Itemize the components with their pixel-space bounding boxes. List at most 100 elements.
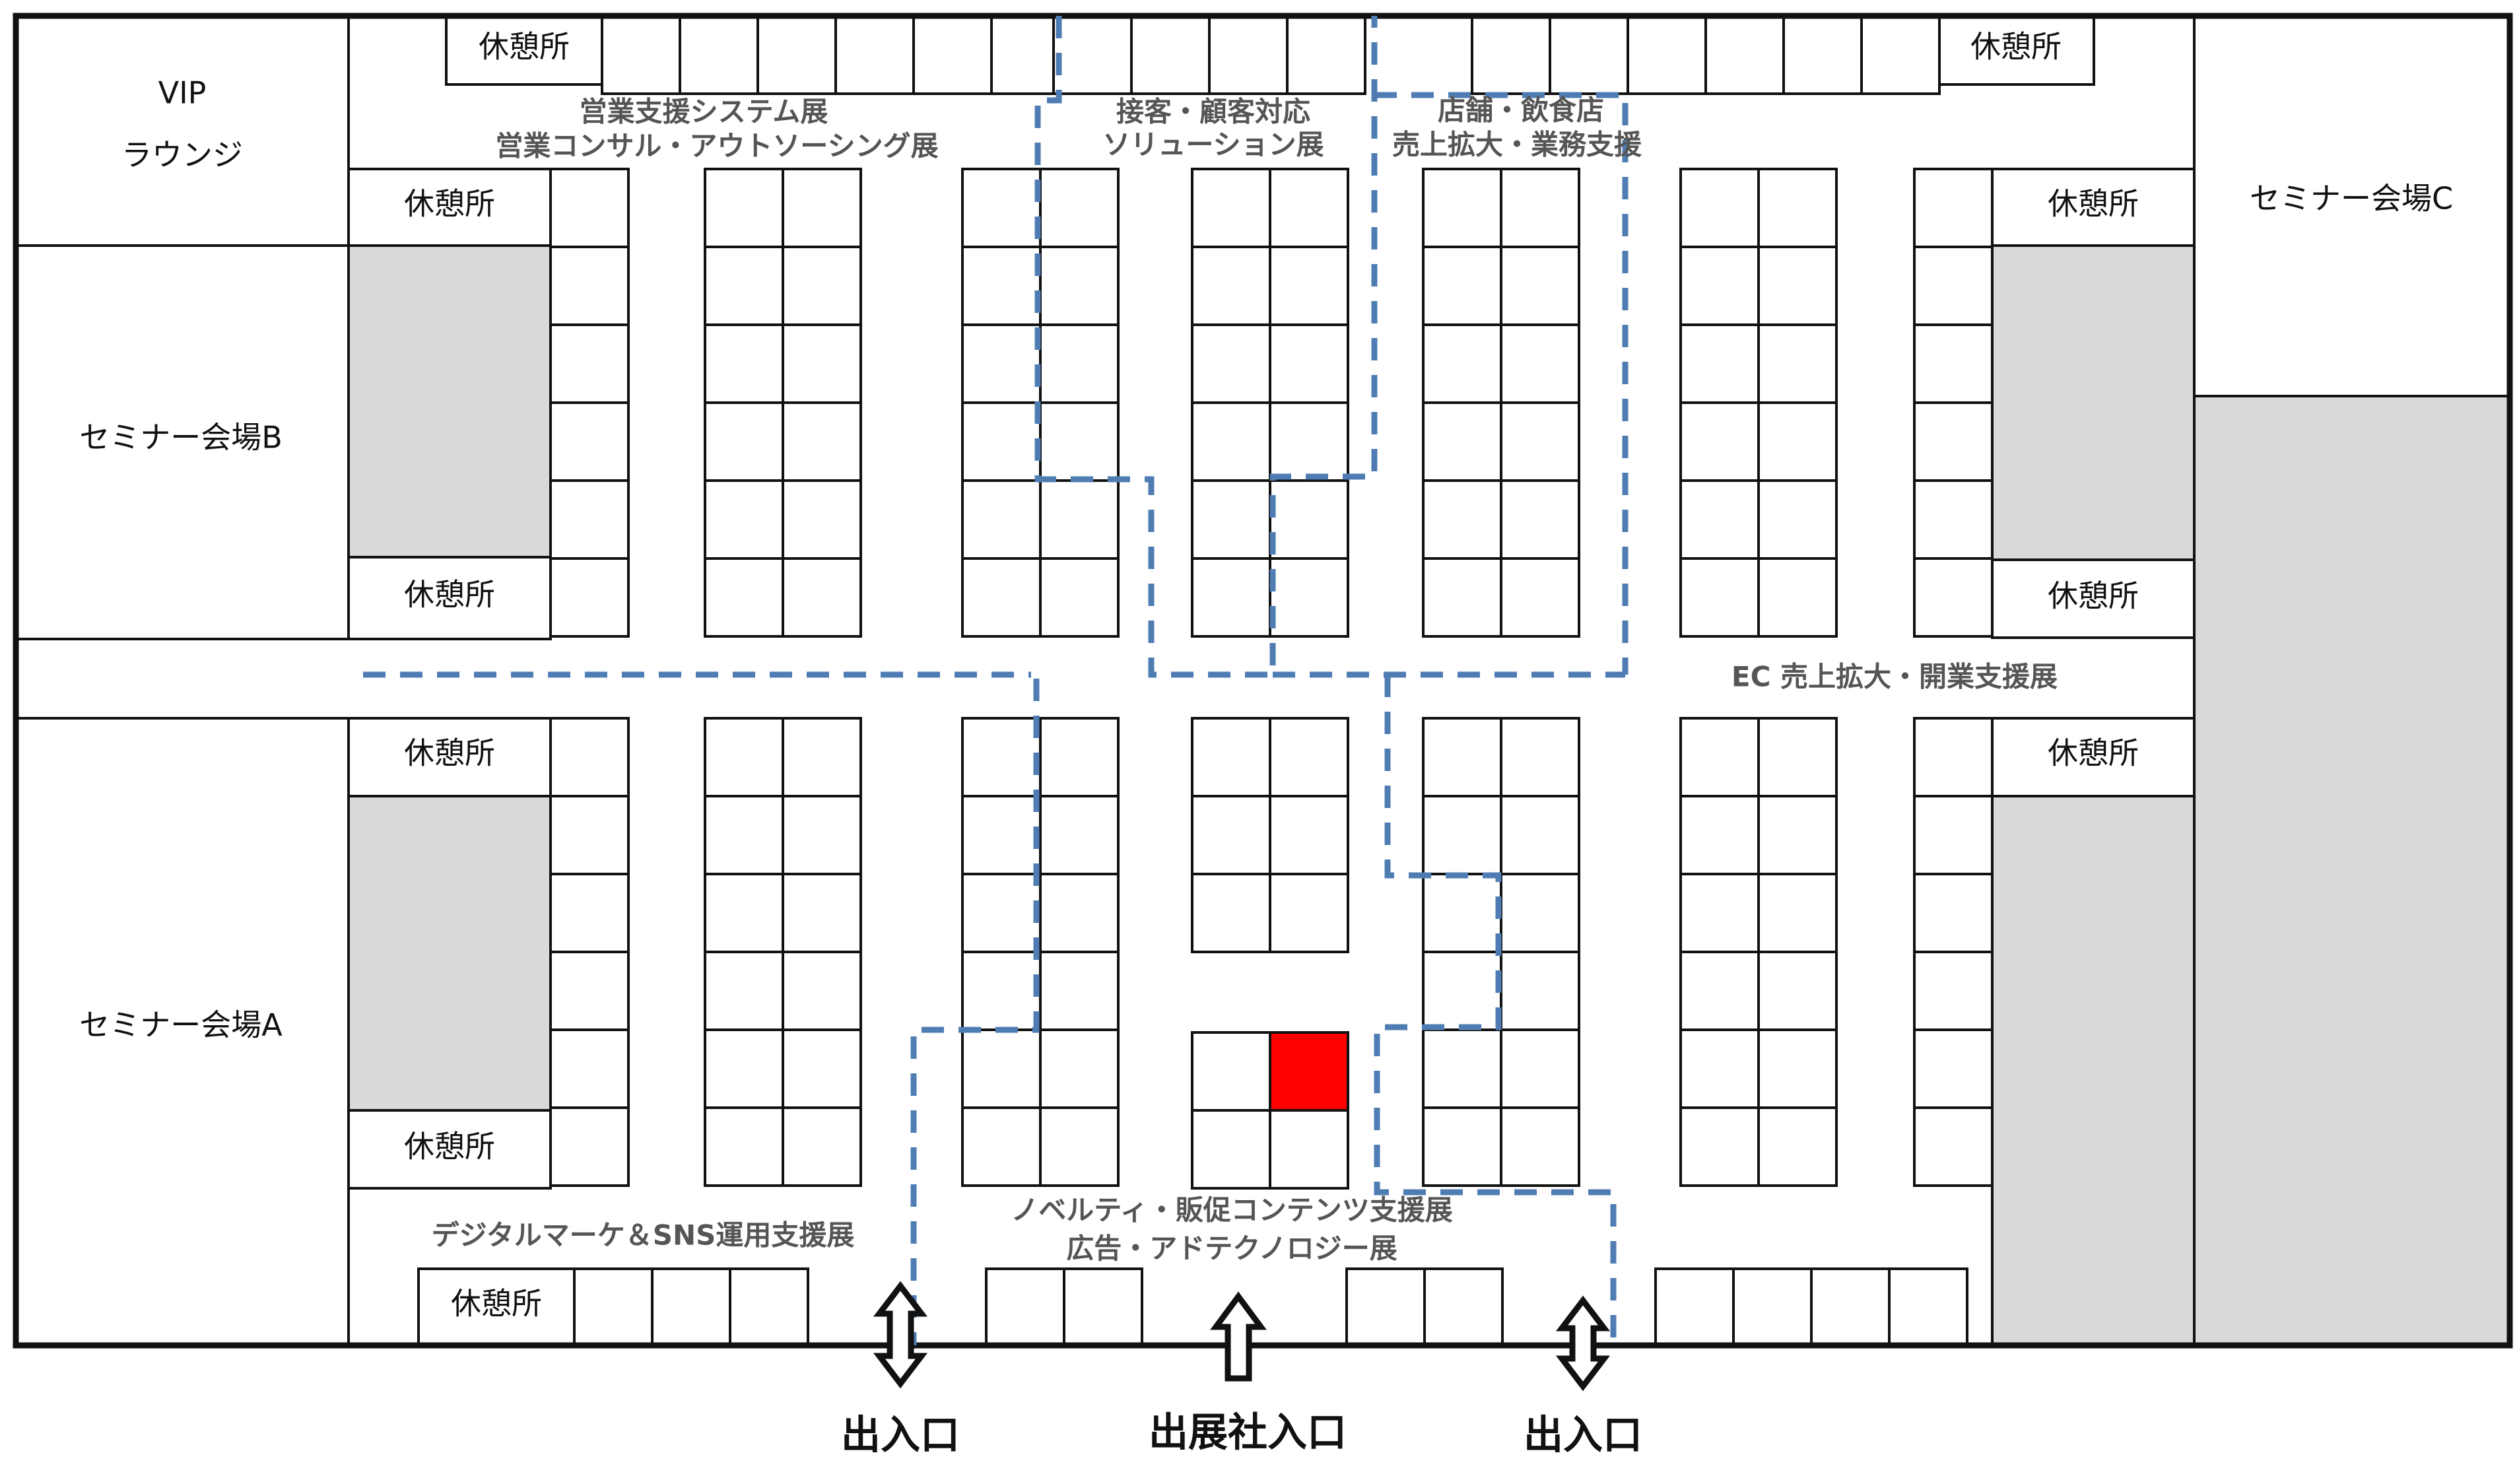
booth-cell xyxy=(1782,15,1863,95)
zone-novelty-line2: 広告・アドテクノロジー展 xyxy=(1066,1232,1397,1265)
booth-cell xyxy=(549,717,630,797)
rest-area-a-bottom xyxy=(347,1109,552,1190)
booth-cell xyxy=(1191,323,1271,404)
booth-cell xyxy=(1913,323,1994,404)
booth-cell xyxy=(782,717,862,797)
booth-cell xyxy=(1654,1267,1735,1348)
booth-cell xyxy=(549,168,630,248)
booth-cell xyxy=(1423,1267,1504,1348)
entrance-center-arrow-icon xyxy=(1210,1291,1267,1382)
booth-cell xyxy=(1191,401,1271,482)
booth-cell xyxy=(1757,1106,1838,1187)
booth-cell xyxy=(1422,168,1502,248)
booth-cell xyxy=(1913,1029,1994,1109)
booth-cell xyxy=(549,1106,630,1187)
booth-cell xyxy=(1191,168,1271,248)
booth-cell xyxy=(549,401,630,482)
booth-cell xyxy=(1757,246,1838,326)
booth-cell xyxy=(1422,873,1502,953)
booth-cell xyxy=(1500,873,1580,953)
booth-cell xyxy=(1757,557,1838,638)
booth-cell xyxy=(782,168,862,248)
booth-grid xyxy=(549,15,1994,1348)
booth-cell xyxy=(704,795,784,875)
booth-cell xyxy=(1191,557,1271,638)
booth-cell xyxy=(1757,717,1838,797)
booth-cell xyxy=(549,246,630,326)
booth-cell xyxy=(1810,1267,1891,1348)
booth-cell xyxy=(782,951,862,1031)
rest-area-b-bottom xyxy=(347,556,552,640)
booth-cell xyxy=(961,557,1042,638)
booth-cell xyxy=(1191,479,1271,560)
booth-cell xyxy=(1422,557,1502,638)
booth-cell xyxy=(1913,246,1994,326)
booth-cell xyxy=(573,1267,654,1348)
rest-label: 休憩所 xyxy=(404,577,495,613)
zone-store-line2: 売上拡大・業務支援 xyxy=(1392,129,1642,161)
booth-cell xyxy=(782,246,862,326)
booth-cell xyxy=(1679,479,1760,560)
booth-cell xyxy=(1269,246,1349,326)
booth-cell xyxy=(1269,795,1349,875)
booth-cell xyxy=(1500,246,1580,326)
booth-cell xyxy=(1679,1029,1760,1109)
zone-sales-support-line2: 営業コンサル・アウトソーシング展 xyxy=(495,130,938,162)
zone-customer-line2: ソリューション展 xyxy=(1102,129,1324,161)
highlighted-booth xyxy=(1269,1031,1349,1112)
booth-cell xyxy=(1269,873,1349,953)
seminar-c-area-upper xyxy=(1991,244,2196,561)
booth-cell xyxy=(1500,951,1580,1031)
booth-cell xyxy=(1345,1267,1426,1348)
rest-area-c-lower xyxy=(1991,717,2196,797)
seminar-c-area-lower xyxy=(1991,795,2196,1347)
booth-cell xyxy=(1679,401,1760,482)
booth-cell xyxy=(704,1106,784,1187)
booth-cell xyxy=(1039,401,1120,482)
booth-cell xyxy=(1422,401,1502,482)
booth-cell xyxy=(961,1106,1042,1187)
rest-label: 休憩所 xyxy=(2048,186,2139,222)
booth-cell xyxy=(961,168,1042,248)
booth-cell xyxy=(961,873,1042,953)
entrance-left-label: 出入口 xyxy=(841,1413,960,1459)
booth-cell xyxy=(1549,15,1629,95)
lounge-label: ラウンジ xyxy=(121,137,243,173)
booth-cell xyxy=(704,479,784,560)
booth-cell xyxy=(704,557,784,638)
booth-cell xyxy=(1422,1029,1502,1109)
booth-cell xyxy=(1679,717,1760,797)
booth-cell xyxy=(1500,401,1580,482)
booth-cell xyxy=(1269,168,1349,248)
seminar-b-area xyxy=(347,244,552,558)
rest-label: 休憩所 xyxy=(2048,735,2139,771)
booth-cell xyxy=(704,873,784,953)
booth-cell xyxy=(1130,15,1211,95)
booth-cell xyxy=(1500,1029,1580,1109)
booth-cell xyxy=(1757,795,1838,875)
rest-label: 休憩所 xyxy=(404,186,495,222)
booth-cell xyxy=(1063,1267,1143,1348)
booth-cell xyxy=(1913,479,1994,560)
booth-cell xyxy=(1500,168,1580,248)
booth-cell xyxy=(1422,479,1502,560)
booth-cell xyxy=(1704,15,1785,95)
booth-cell xyxy=(961,479,1042,560)
booth-cell xyxy=(1422,246,1502,326)
booth-cell xyxy=(1269,1109,1349,1190)
booth-cell xyxy=(1191,246,1271,326)
booth-cell xyxy=(1269,479,1349,560)
booth-cell xyxy=(961,246,1042,326)
booth-cell xyxy=(1039,246,1120,326)
booth-cell xyxy=(1422,717,1502,797)
vip-label: VIP xyxy=(158,75,207,111)
entrance-right-arrow-icon xyxy=(1555,1295,1611,1392)
booth-cell xyxy=(1757,479,1838,560)
booth-cell xyxy=(1913,557,1994,638)
booth-cell xyxy=(912,15,993,95)
booth-cell xyxy=(1039,168,1120,248)
booth-cell xyxy=(1471,15,1551,95)
booth-cell xyxy=(1191,717,1271,797)
booth-cell xyxy=(1500,795,1580,875)
booth-cell xyxy=(1888,1267,1968,1348)
